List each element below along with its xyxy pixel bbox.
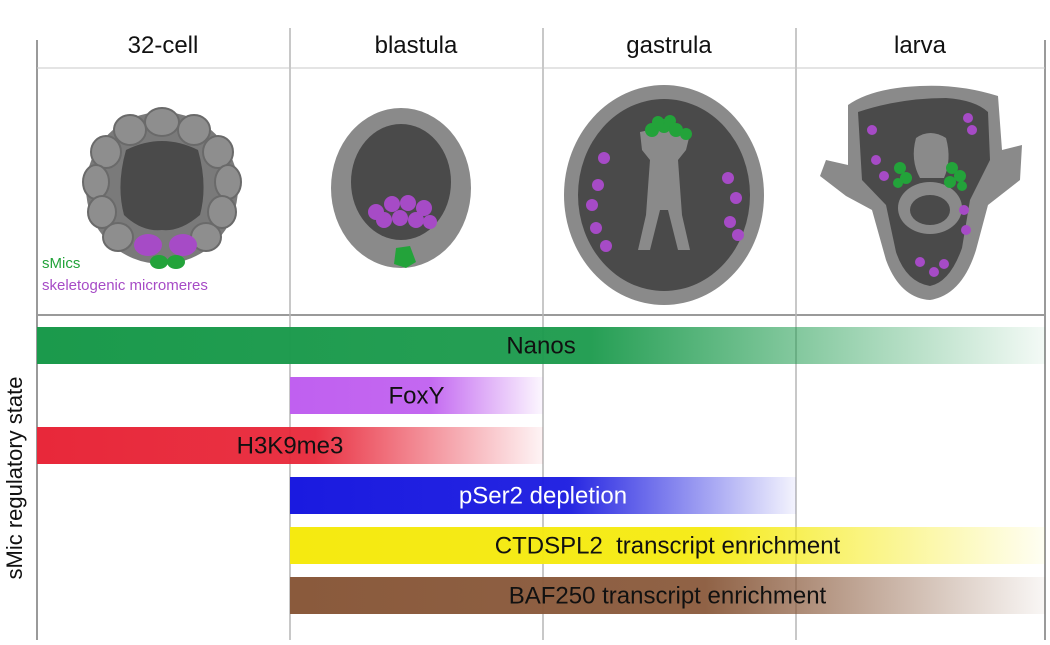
- bar-label-nanos: Nanos: [506, 333, 575, 360]
- y-axis-label: sMic regulatory state: [2, 377, 27, 580]
- bar-h3k9me3: [37, 427, 543, 464]
- stage-label-blastula: blastula: [375, 32, 458, 59]
- legend-skeletogenic-micromeres: skeletogenic micromeres: [42, 277, 208, 294]
- embryo-blastula: [331, 108, 471, 268]
- bar-label-pser2: pSer2 depletion: [459, 483, 627, 510]
- bar-foxy: [290, 377, 543, 414]
- bar-baf250: [290, 577, 1045, 614]
- bar-ctdspl2: [290, 527, 1045, 564]
- embryo-larva: [820, 85, 1022, 300]
- bar-label-h3k9me3: H3K9me3: [237, 433, 344, 460]
- stage-label-larva: larva: [894, 32, 947, 59]
- bar-label-foxy: FoxY: [388, 383, 444, 410]
- embryo-gastrula: [564, 85, 764, 305]
- bar-label-baf250: BAF250 transcript enrichment: [509, 583, 827, 610]
- bar-label-ctdspl2: CTDSPL2 transcript enrichment: [495, 533, 841, 560]
- embryo-32-cell: [82, 107, 242, 269]
- bar-nanos: [37, 327, 1045, 364]
- bar-pser2: [290, 477, 796, 514]
- stage-label-32-cell: 32-cell: [128, 32, 199, 59]
- stage-label-gastrula: gastrula: [626, 32, 712, 59]
- legend-smics: sMics: [42, 255, 80, 272]
